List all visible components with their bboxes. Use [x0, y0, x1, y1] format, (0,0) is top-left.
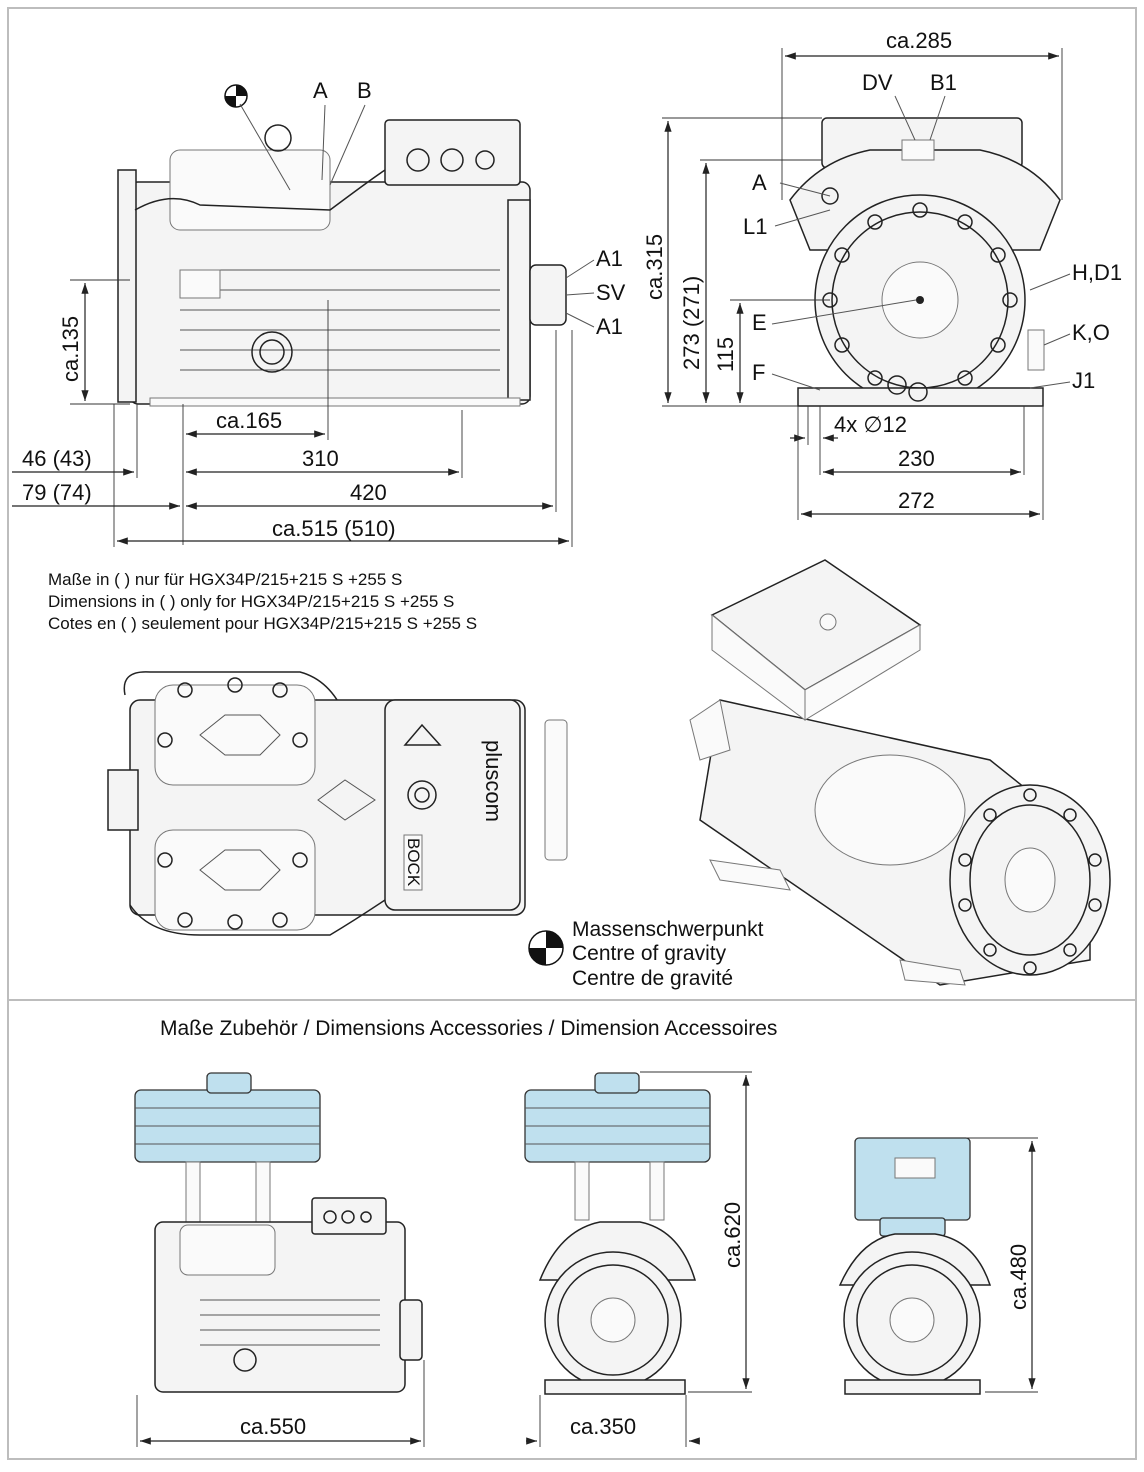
legend-en: Centre of gravity	[572, 942, 727, 965]
acc-dim-620: ca.620	[720, 1202, 745, 1268]
acc-dim-480: ca.480	[1006, 1244, 1031, 1310]
sheet-frame	[7, 7, 1137, 1460]
front-view-dimensions: ca.315 273 (271) 115 4x ∅12 230 272	[642, 117, 1044, 520]
accessories-title: Maße Zubehör / Dimensions Accessories / …	[160, 1017, 777, 1040]
accessory-front-box-view	[838, 1137, 992, 1395]
label-hd1: H,D1	[1072, 260, 1122, 285]
dim-offset-46: 46 (43)	[22, 446, 92, 471]
dim-width-285: ca.285	[886, 28, 952, 53]
side-view-compressor	[117, 119, 567, 407]
acc-dim-350: ca.350	[570, 1414, 636, 1439]
accessory-side-fan-view	[134, 1072, 423, 1393]
note-fr: Cotes en ( ) seulement pour HGX34P/215+2…	[48, 614, 477, 633]
accessory-front-fan-view	[524, 1072, 711, 1395]
label-a1-bottom: A1	[596, 314, 623, 339]
note-en: Dimensions in ( ) only for HGX34P/215+21…	[48, 592, 454, 611]
label-a1-top: A1	[596, 246, 623, 271]
dim-length-515: ca.515 (510)	[272, 516, 396, 541]
front-view-compressor	[789, 117, 1061, 407]
label-a-side: A	[313, 78, 328, 103]
dim-length-420: 420	[350, 480, 387, 505]
label-l1: L1	[743, 214, 767, 239]
top-view-compressor	[107, 671, 568, 936]
label-a-front: A	[752, 170, 767, 195]
top-view-brand: pluscom	[481, 740, 506, 822]
note-de: Maße in ( ) nur für HGX34P/215+215 S +25…	[48, 570, 402, 589]
dim-height-115: 115	[713, 337, 738, 372]
label-ko: K,O	[1072, 320, 1110, 345]
label-b1: B1	[930, 70, 957, 95]
dim-width-272: 272	[898, 488, 935, 513]
gravity-legend-icon	[528, 930, 564, 966]
dim-height-273: 273 (271)	[679, 276, 704, 370]
legend-de: Massenschwerpunkt	[572, 918, 764, 941]
gravity-center-icon	[224, 84, 291, 191]
legend-fr: Centre de gravité	[572, 967, 733, 990]
side-view-dimensions: ca.135 ca.165 310 420 ca.515 (510) 46 (4…	[12, 279, 573, 547]
label-sv: SV	[596, 280, 626, 305]
dim-width-230: 230	[898, 446, 935, 471]
dim-offset-79: 79 (74)	[22, 480, 92, 505]
dim-holes: 4x ∅12	[834, 412, 907, 437]
dim-length-165: ca.165	[216, 408, 282, 433]
isometric-view-compressor	[689, 559, 1111, 986]
label-b-side: B	[357, 78, 372, 103]
dim-height-135: ca.135	[58, 316, 83, 382]
top-view-badge: BOCK	[404, 838, 423, 887]
label-f: F	[752, 360, 765, 385]
acc-dim-550: ca.550	[240, 1414, 306, 1439]
dim-length-310: 310	[302, 446, 339, 471]
label-j1: J1	[1072, 368, 1095, 393]
label-e: E	[752, 310, 767, 335]
label-dv: DV	[862, 70, 893, 95]
dim-height-315: ca.315	[642, 234, 667, 300]
